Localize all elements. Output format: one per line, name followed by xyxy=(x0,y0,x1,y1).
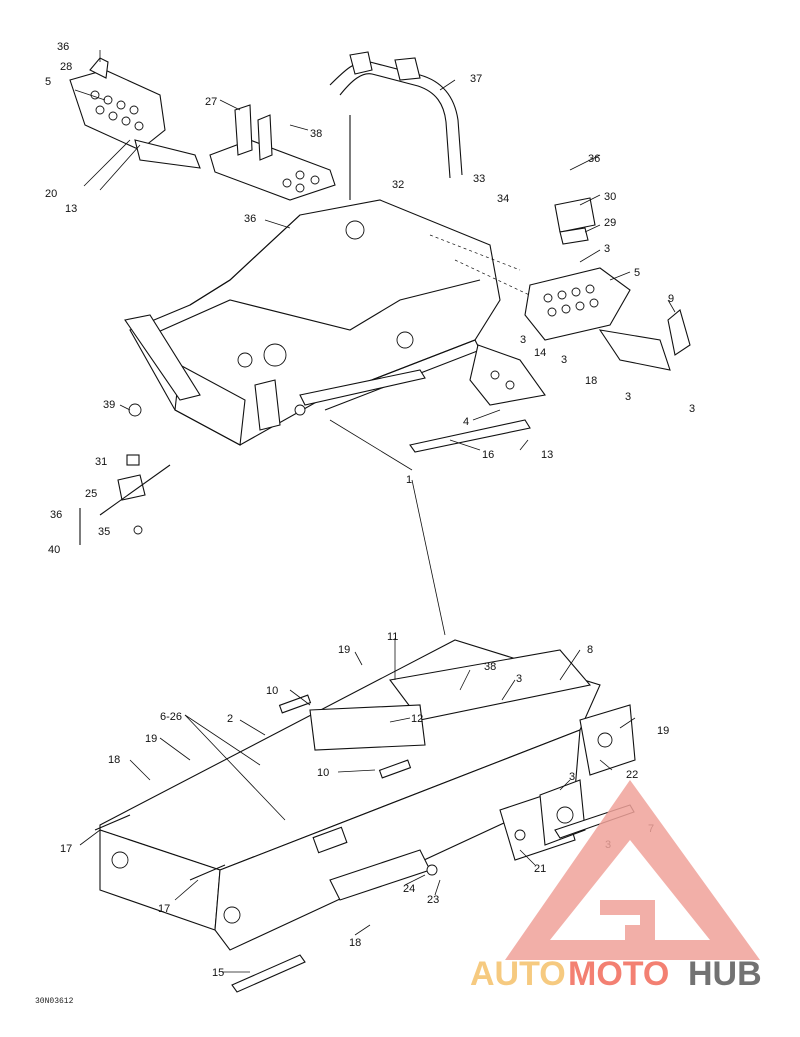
callout-36-a: 36 xyxy=(57,41,69,53)
callout-3-f: 3 xyxy=(516,673,522,685)
main-frame-upper xyxy=(124,199,541,446)
callout-17-b: 17 xyxy=(158,903,170,915)
callout-27: 27 xyxy=(205,96,217,108)
callout-36-c: 36 xyxy=(588,153,600,165)
callout-23: 23 xyxy=(427,894,439,906)
watermark-inner-mark xyxy=(600,900,655,945)
callout-5-b: 5 xyxy=(634,267,640,279)
callout-10-b: 10 xyxy=(317,767,329,779)
callout-3-e: 3 xyxy=(689,403,695,415)
callout-31: 31 xyxy=(95,456,107,468)
figure-code: 30N03612 xyxy=(35,997,74,1006)
support-bracket-27 xyxy=(209,104,336,201)
callout-24: 24 xyxy=(403,883,415,895)
callout-34: 34 xyxy=(497,193,509,205)
callout-36-b: 36 xyxy=(244,213,256,225)
callout-20: 20 xyxy=(45,188,57,200)
callout-30: 30 xyxy=(604,191,616,203)
fastener-group-left xyxy=(79,403,171,545)
footrest-bracket-left xyxy=(69,50,201,169)
callout-33: 33 xyxy=(473,173,485,185)
callout-13-a: 13 xyxy=(65,203,77,215)
callout-38-a: 38 xyxy=(310,128,322,140)
callout-16: 16 xyxy=(482,449,494,461)
callout-28: 28 xyxy=(60,61,72,73)
upper-frame-assembly xyxy=(69,50,691,636)
callout-18-c: 18 xyxy=(349,937,361,949)
callout-32: 32 xyxy=(392,179,404,191)
callout-19-b: 19 xyxy=(145,733,157,745)
watermark-triangle xyxy=(505,780,760,960)
callout-8: 8 xyxy=(587,644,593,656)
watermark-word-auto: AUTO xyxy=(470,955,566,993)
watermark-word-moto: MOTO xyxy=(568,955,669,993)
callout-3-g: 3 xyxy=(569,771,575,783)
callout-3-d: 3 xyxy=(625,391,631,403)
callout-9: 9 xyxy=(668,293,674,305)
steering-support-37 xyxy=(329,51,463,200)
callout-19-a: 19 xyxy=(338,644,350,656)
callout-40: 40 xyxy=(48,544,60,556)
callout-18-b: 18 xyxy=(108,754,120,766)
callout-37: 37 xyxy=(470,73,482,85)
callout-labels: 36 28 5 27 38 37 20 13 36 32 33 34 36 30… xyxy=(45,41,695,979)
callout-36-d: 36 xyxy=(50,509,62,521)
callout-12: 12 xyxy=(411,713,423,725)
callout-10-a: 10 xyxy=(266,685,278,697)
callout-39: 39 xyxy=(103,399,115,411)
callout-14: 14 xyxy=(534,347,546,359)
lower-tunnel-assembly xyxy=(79,638,636,993)
clamp-bracket-30 xyxy=(554,197,596,245)
callout-18-a: 18 xyxy=(585,375,597,387)
callout-38-b: 38 xyxy=(484,661,496,673)
watermark-logo: AUTO MOTO HUB xyxy=(470,780,762,993)
callout-25: 25 xyxy=(85,488,97,500)
footrest-bracket-right xyxy=(524,267,691,371)
callout-5-a: 5 xyxy=(45,76,51,88)
watermark-word-hub: HUB xyxy=(688,955,762,993)
callout-4: 4 xyxy=(463,416,469,428)
callout-22: 22 xyxy=(626,769,638,781)
callout-17-a: 17 xyxy=(60,843,72,855)
callout-3-c: 3 xyxy=(561,354,567,366)
callout-13-b: 13 xyxy=(541,449,553,461)
callout-2: 2 xyxy=(227,713,233,725)
callout-15: 15 xyxy=(212,967,224,979)
callout-6-26: 6-26 xyxy=(160,711,182,723)
callout-1: 1 xyxy=(406,474,412,486)
callout-3-a: 3 xyxy=(604,243,610,255)
callout-3-b: 3 xyxy=(520,334,526,346)
side-plate-4 xyxy=(409,344,546,453)
callout-21: 21 xyxy=(534,863,546,875)
callout-19-c: 19 xyxy=(657,725,669,737)
callout-29: 29 xyxy=(604,217,616,229)
callout-35: 35 xyxy=(98,526,110,538)
callout-11: 11 xyxy=(387,631,398,643)
